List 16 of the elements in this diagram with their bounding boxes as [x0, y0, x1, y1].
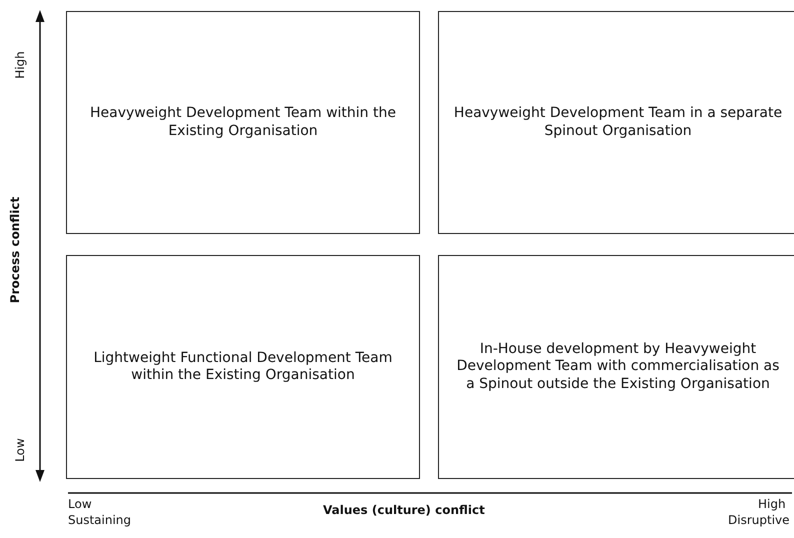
axis-tick-label: Disruptive: [728, 513, 790, 527]
quadrant-text: Heavyweight Development Team within the Existing Organisation: [89, 105, 397, 140]
axis-tick-label: High: [12, 51, 27, 79]
quadrant-box: [438, 255, 794, 479]
axis-tick-label: Sustaining: [68, 513, 132, 527]
quadrant-text: Lightweight Functional Development Team within the Existing Organisation: [92, 350, 394, 384]
quadrant-box: [66, 255, 420, 479]
axis-title: Process conflict: [8, 196, 22, 304]
axis-tick-label: Low: [68, 497, 92, 511]
quadrant-text: In-House development by Heavyweight Development Team with commercialisation as a Spinout outside the Existing Organisation: [456, 340, 780, 394]
axis-tick-label: Low: [12, 438, 27, 462]
axis-tick-label: High: [758, 497, 786, 511]
quadrant-box: [438, 11, 794, 234]
axis-title: Values (culture) conflict: [323, 503, 485, 517]
quadrant-box: [66, 11, 420, 234]
quadrant-text: Heavyweight Development Team in a separate Spinout Organisation: [452, 105, 784, 140]
